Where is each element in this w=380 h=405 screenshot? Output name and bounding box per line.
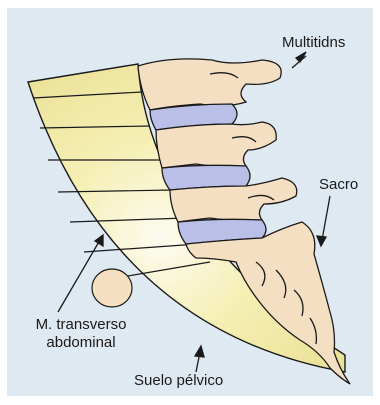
label-multifidus: Multitidns — [282, 34, 345, 52]
label-transverse-abdominal: M. transverso abdominal — [20, 316, 142, 352]
arrow-suelo — [195, 346, 204, 357]
label-sacro: Sacro — [319, 176, 358, 194]
vertebra-1 — [138, 59, 281, 110]
label-pelvic-floor: Suelo pélvico — [134, 372, 223, 390]
vertebra-2 — [156, 122, 276, 168]
arrow-transverso — [95, 235, 103, 246]
arrow-sacro — [317, 236, 326, 246]
muscle-nodule — [92, 269, 132, 307]
